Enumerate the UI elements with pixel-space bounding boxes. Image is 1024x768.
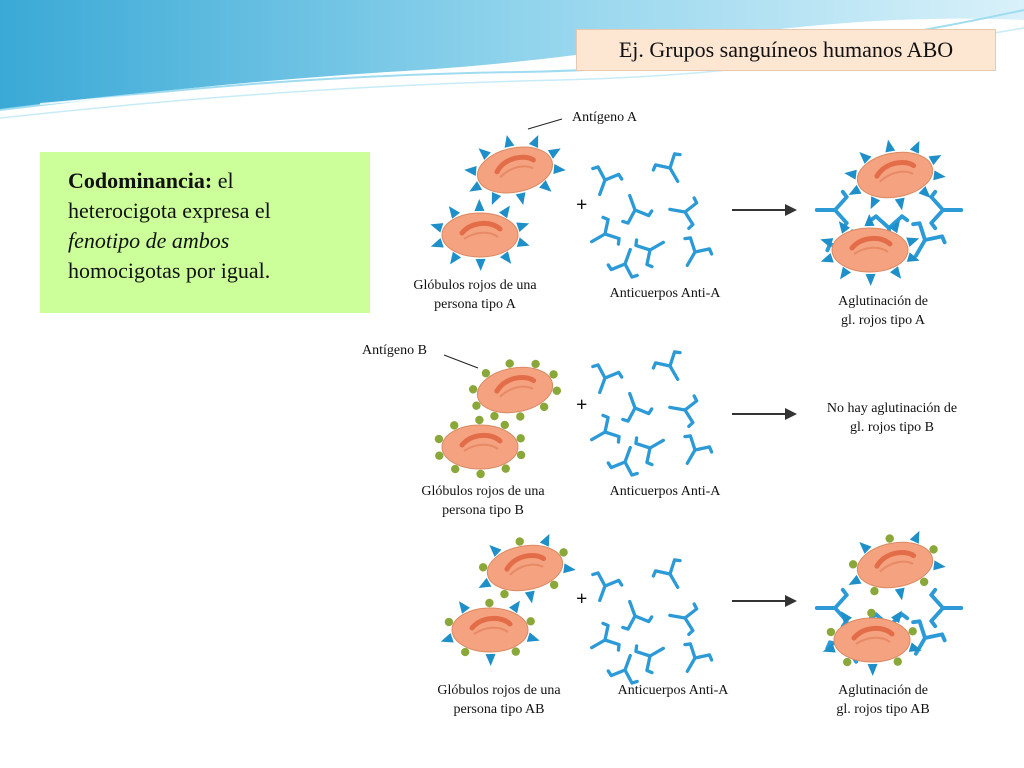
row1-cell-top [464, 134, 566, 206]
row3-cells-label-line1: Glóbulos rojos de una [437, 683, 561, 698]
concept-text-2: heterocigota expresa el [68, 198, 271, 223]
row2-antibodies-label: Anticuerpos Anti-A [609, 484, 721, 499]
row3-result-label-line1: Aglutinación de [838, 683, 928, 698]
row2-cells-label: Glóbulos rojos de una persona tipo B [398, 482, 568, 520]
abo-agglutination-diagram: Antígeno A Antígeno B Glóbulos rojos de … [360, 100, 1000, 750]
slide-title-text: Ej. Grupos sanguíneos humanos ABO [618, 37, 954, 62]
concept-text-italic: fenotipo de ambos [68, 228, 230, 253]
row1-cells-label-line2: persona tipo A [434, 297, 516, 312]
row3-antibodies [590, 558, 714, 685]
row1-result-label: Aglutinación de gl. rojos tipo A [803, 292, 963, 330]
row1-result-label-line2: gl. rojos tipo A [840, 313, 925, 328]
row2-result-label-line2: gl. rojos tipo B [849, 420, 934, 435]
row2-result-label-line1: No hay aglutinación de [826, 401, 958, 416]
row3-cell-top [478, 533, 576, 604]
concept-box: Codominancia: el heterocigota expresa el… [40, 152, 370, 313]
antigen-a-label: Antígeno A [572, 110, 637, 125]
row1-plus-sign: + [576, 194, 588, 216]
antigen-b-label: Antígeno B [362, 343, 427, 358]
row3-antibodies-label: Anticuerpos Anti-A [617, 683, 729, 698]
row2-antibodies [590, 350, 714, 477]
slide-title: Ej. Grupos sanguíneos humanos ABO [576, 29, 996, 71]
row1-cells-label-line1: Glóbulos rojos de una [413, 278, 537, 293]
row2-cells-label-line2: persona tipo B [442, 503, 524, 518]
concept-text-1: el [212, 168, 234, 193]
row1-result-label-line1: Aglutinación de [838, 294, 928, 309]
antigen-b-leader-line [443, 354, 479, 369]
row1-result-cell-top [844, 139, 946, 211]
row2-cells-label-line1: Glóbulos rojos de una [421, 484, 545, 499]
row3-result-label: Aglutinación de gl. rojos tipo AB [803, 681, 963, 719]
row3-arrow [732, 595, 797, 607]
row3-cells-label-line2: persona tipo AB [453, 702, 545, 717]
row3-result-cell-top [848, 530, 946, 601]
row2-cell-top [468, 359, 562, 421]
row3-cell-bottom [440, 598, 540, 666]
diagram-graphics [430, 118, 964, 685]
row1-arrow [732, 204, 797, 216]
row1-antibodies-label: Anticuerpos Anti-A [609, 286, 721, 301]
row2-cell-bottom [434, 415, 526, 479]
row3-result-label-line2: gl. rojos tipo AB [836, 702, 930, 717]
row1-antibodies [590, 152, 714, 279]
row2-plus-sign: + [576, 394, 588, 416]
row1-cell-bottom [430, 199, 530, 271]
row3-cells-label: Glóbulos rojos de una persona tipo AB [414, 681, 584, 719]
row2-result-label: No hay aglutinación de gl. rojos tipo B [802, 399, 982, 437]
row2-arrow [732, 408, 797, 420]
row1-cells-label: Glóbulos rojos de una persona tipo A [390, 276, 560, 314]
row3-plus-sign: + [576, 588, 588, 610]
row1-result-cell-bottom [820, 214, 920, 286]
concept-term: Codominancia: [68, 168, 213, 193]
antigen-a-leader-line [527, 118, 563, 130]
row3-result-cell-bottom [822, 608, 922, 676]
concept-text-3: homocigotas por igual. [68, 258, 271, 283]
